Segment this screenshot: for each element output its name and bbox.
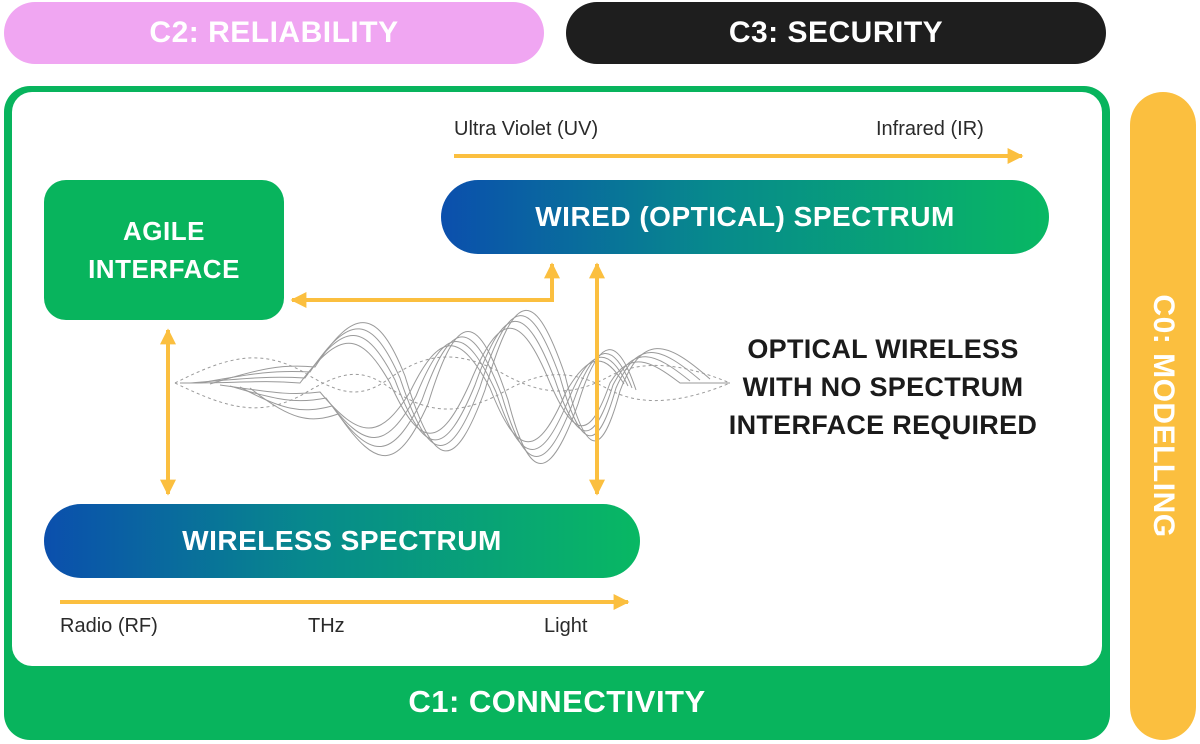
optical-wireless-note: OPTICAL WIRELESS WITH NO SPECTRUM INTERF…: [718, 330, 1048, 444]
wireless-text: WIRELESS SPECTRUM: [182, 525, 502, 556]
c2-text: C2: RELIABILITY: [149, 16, 399, 49]
wired-text: WIRED (OPTICAL) SPECTRUM: [535, 201, 955, 232]
note-line3: INTERFACE REQUIRED: [728, 410, 1038, 440]
c0-modelling-label: C0: MODELLING: [1130, 92, 1196, 740]
c1-connectivity-label: C1: CONNECTIVITY: [408, 684, 706, 719]
light-label: Light: [544, 615, 588, 637]
wired-to-agile-arrow: [290, 262, 560, 308]
ir-label: Infrared (IR): [876, 118, 984, 140]
wired-optical-spectrum-box: WIRED (OPTICAL) SPECTRUM: [441, 180, 1049, 254]
c3-security-label: C3: SECURITY: [566, 2, 1106, 64]
agile-interface-box: AGILE INTERFACE: [44, 180, 284, 320]
note-line2: WITH NO SPECTRUM: [742, 372, 1024, 402]
c2-reliability-label: C2: RELIABILITY: [4, 2, 544, 64]
note-line1: OPTICAL WIRELESS: [747, 334, 1019, 364]
agile-line1: AGILE: [123, 216, 205, 246]
uv-label: Ultra Violet (UV): [454, 118, 599, 140]
thz-label: THz: [308, 615, 345, 637]
c3-text: C3: SECURITY: [728, 16, 944, 49]
agile-line2: INTERFACE: [88, 254, 240, 284]
flow-arrows: [60, 148, 1024, 610]
wireless-spectrum-box: WIRELESS SPECTRUM: [44, 504, 640, 578]
rf-label: Radio (RF): [60, 615, 158, 637]
signal-wave-graphic: [174, 310, 731, 464]
